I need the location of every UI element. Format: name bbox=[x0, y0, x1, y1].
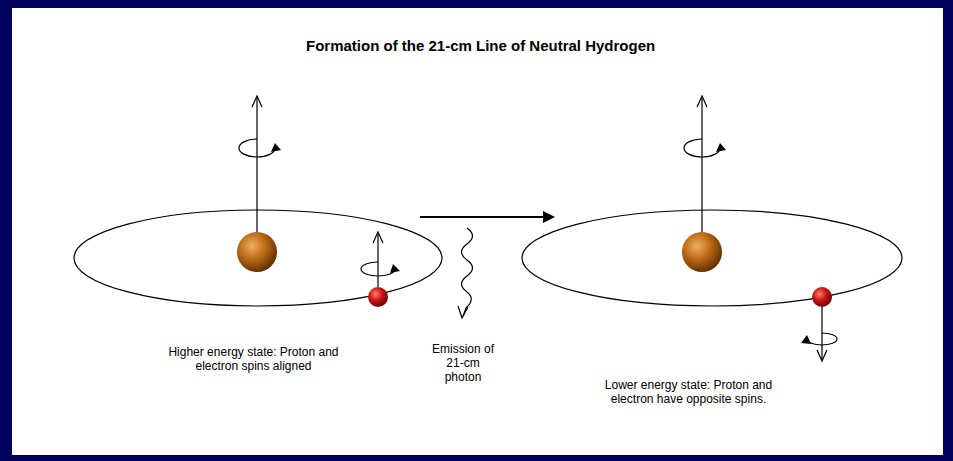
photon-caption: Emission of 21-cm photon bbox=[427, 342, 499, 384]
state-caption: Lower energy state: Proton and electron … bbox=[586, 378, 791, 406]
diagram-title: Formation of the 21-cm Line of Neutral H… bbox=[306, 37, 655, 54]
white-panel bbox=[12, 8, 943, 455]
state-caption: Higher energy state: Proton and electron… bbox=[151, 345, 356, 373]
